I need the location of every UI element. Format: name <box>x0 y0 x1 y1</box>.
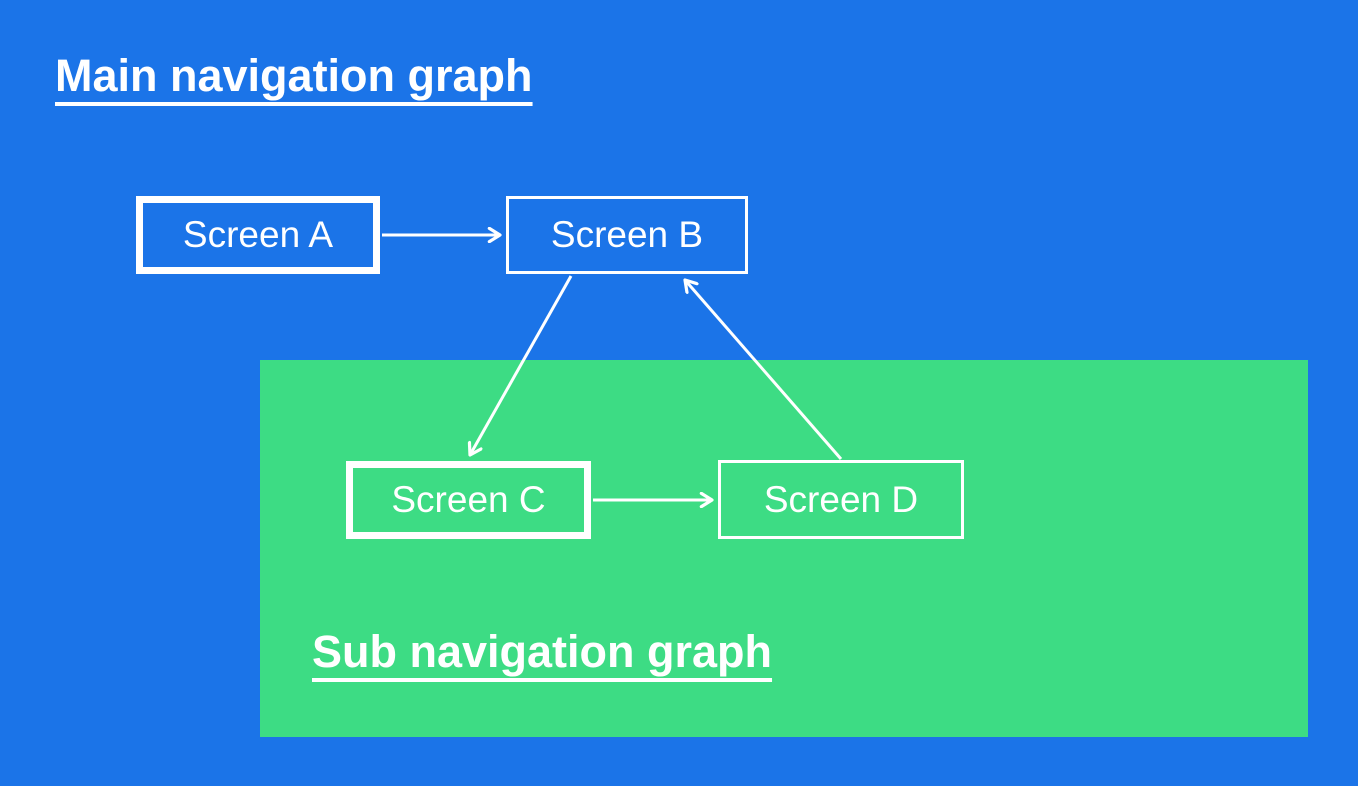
node-screen-a: Screen A <box>136 196 380 274</box>
main-graph-title: Main navigation graph <box>55 50 533 101</box>
node-screen-b: Screen B <box>506 196 748 274</box>
sub-graph-region <box>260 360 1308 737</box>
node-screen-c: Screen C <box>346 461 591 539</box>
node-screen-d: Screen D <box>718 460 964 539</box>
node-screen-d-label: Screen D <box>763 478 919 520</box>
node-screen-b-label: Screen B <box>550 214 704 255</box>
node-screen-a-label: Screen A <box>182 214 334 255</box>
node-screen-c-label: Screen C <box>391 479 546 520</box>
sub-graph-title: Sub navigation graph <box>312 626 773 677</box>
